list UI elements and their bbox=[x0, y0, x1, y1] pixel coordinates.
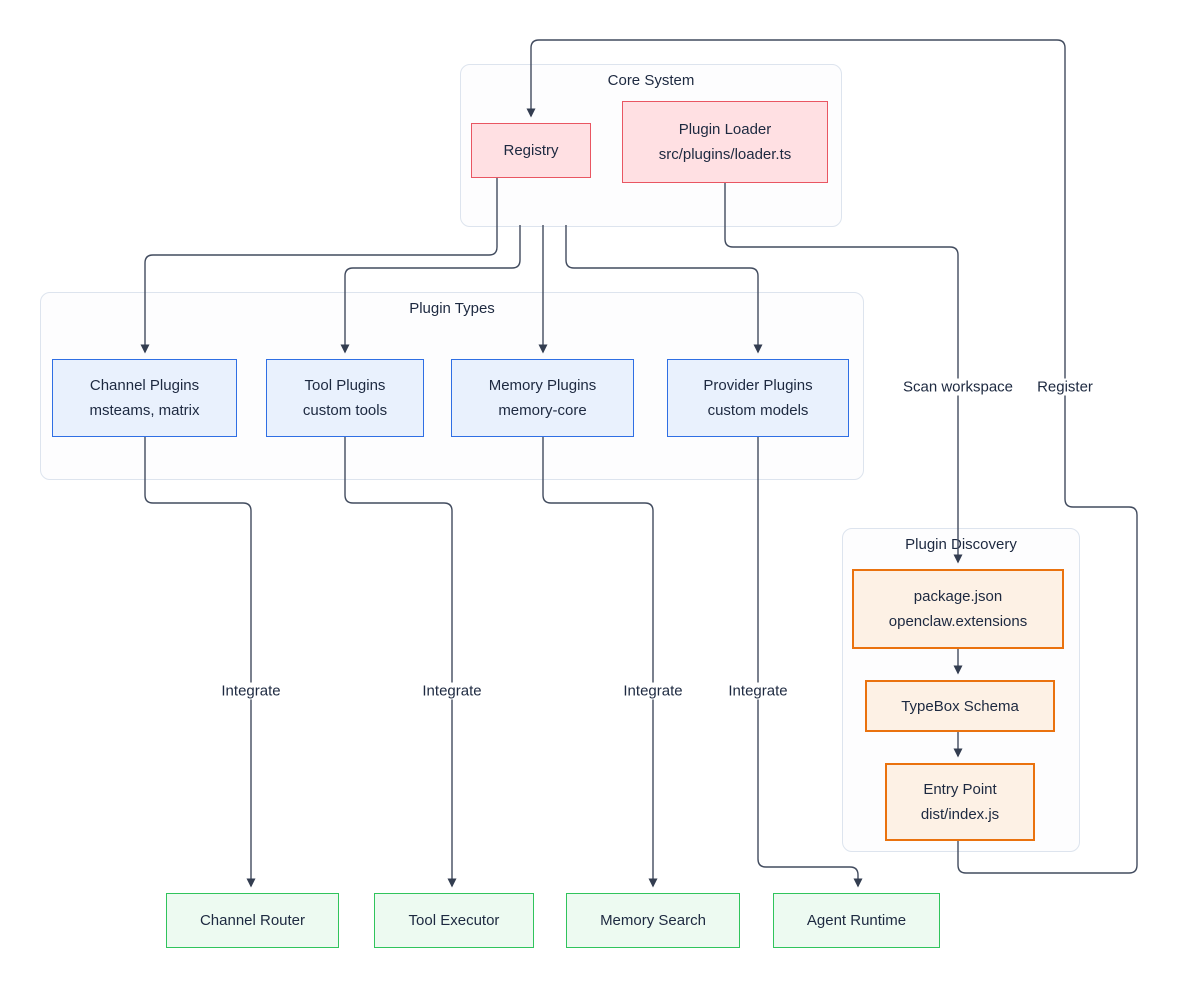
edge-label-integrate-provider: Integrate bbox=[723, 682, 793, 700]
node-tool-plugins: Tool Plugins custom tools bbox=[266, 359, 424, 437]
edge-label-register: Register bbox=[1032, 378, 1098, 396]
edge-label-integrate-memory: Integrate bbox=[618, 682, 688, 700]
node-tool-executor-label: Tool Executor bbox=[408, 912, 500, 929]
node-channel-router: Channel Router bbox=[166, 893, 339, 948]
node-tool-plugins-sublabel: custom tools bbox=[302, 402, 388, 419]
node-memory-search: Memory Search bbox=[566, 893, 740, 948]
edge-label-integrate-channel: Integrate bbox=[216, 682, 286, 700]
node-tool-plugins-label: Tool Plugins bbox=[304, 377, 386, 394]
node-agent-runtime-label: Agent Runtime bbox=[806, 912, 907, 929]
node-channel-plugins-sublabel: msteams, matrix bbox=[89, 402, 200, 419]
node-memory-search-label: Memory Search bbox=[600, 912, 706, 929]
node-agent-runtime: Agent Runtime bbox=[773, 893, 940, 948]
edge-label-integrate-tool: Integrate bbox=[417, 682, 487, 700]
node-channel-router-label: Channel Router bbox=[199, 912, 306, 929]
node-tool-executor: Tool Executor bbox=[374, 893, 534, 948]
edge-label-scan-workspace: Scan workspace bbox=[897, 378, 1019, 396]
node-channel-plugins: Channel Plugins msteams, matrix bbox=[52, 359, 237, 437]
node-channel-plugins-label: Channel Plugins bbox=[89, 377, 200, 394]
